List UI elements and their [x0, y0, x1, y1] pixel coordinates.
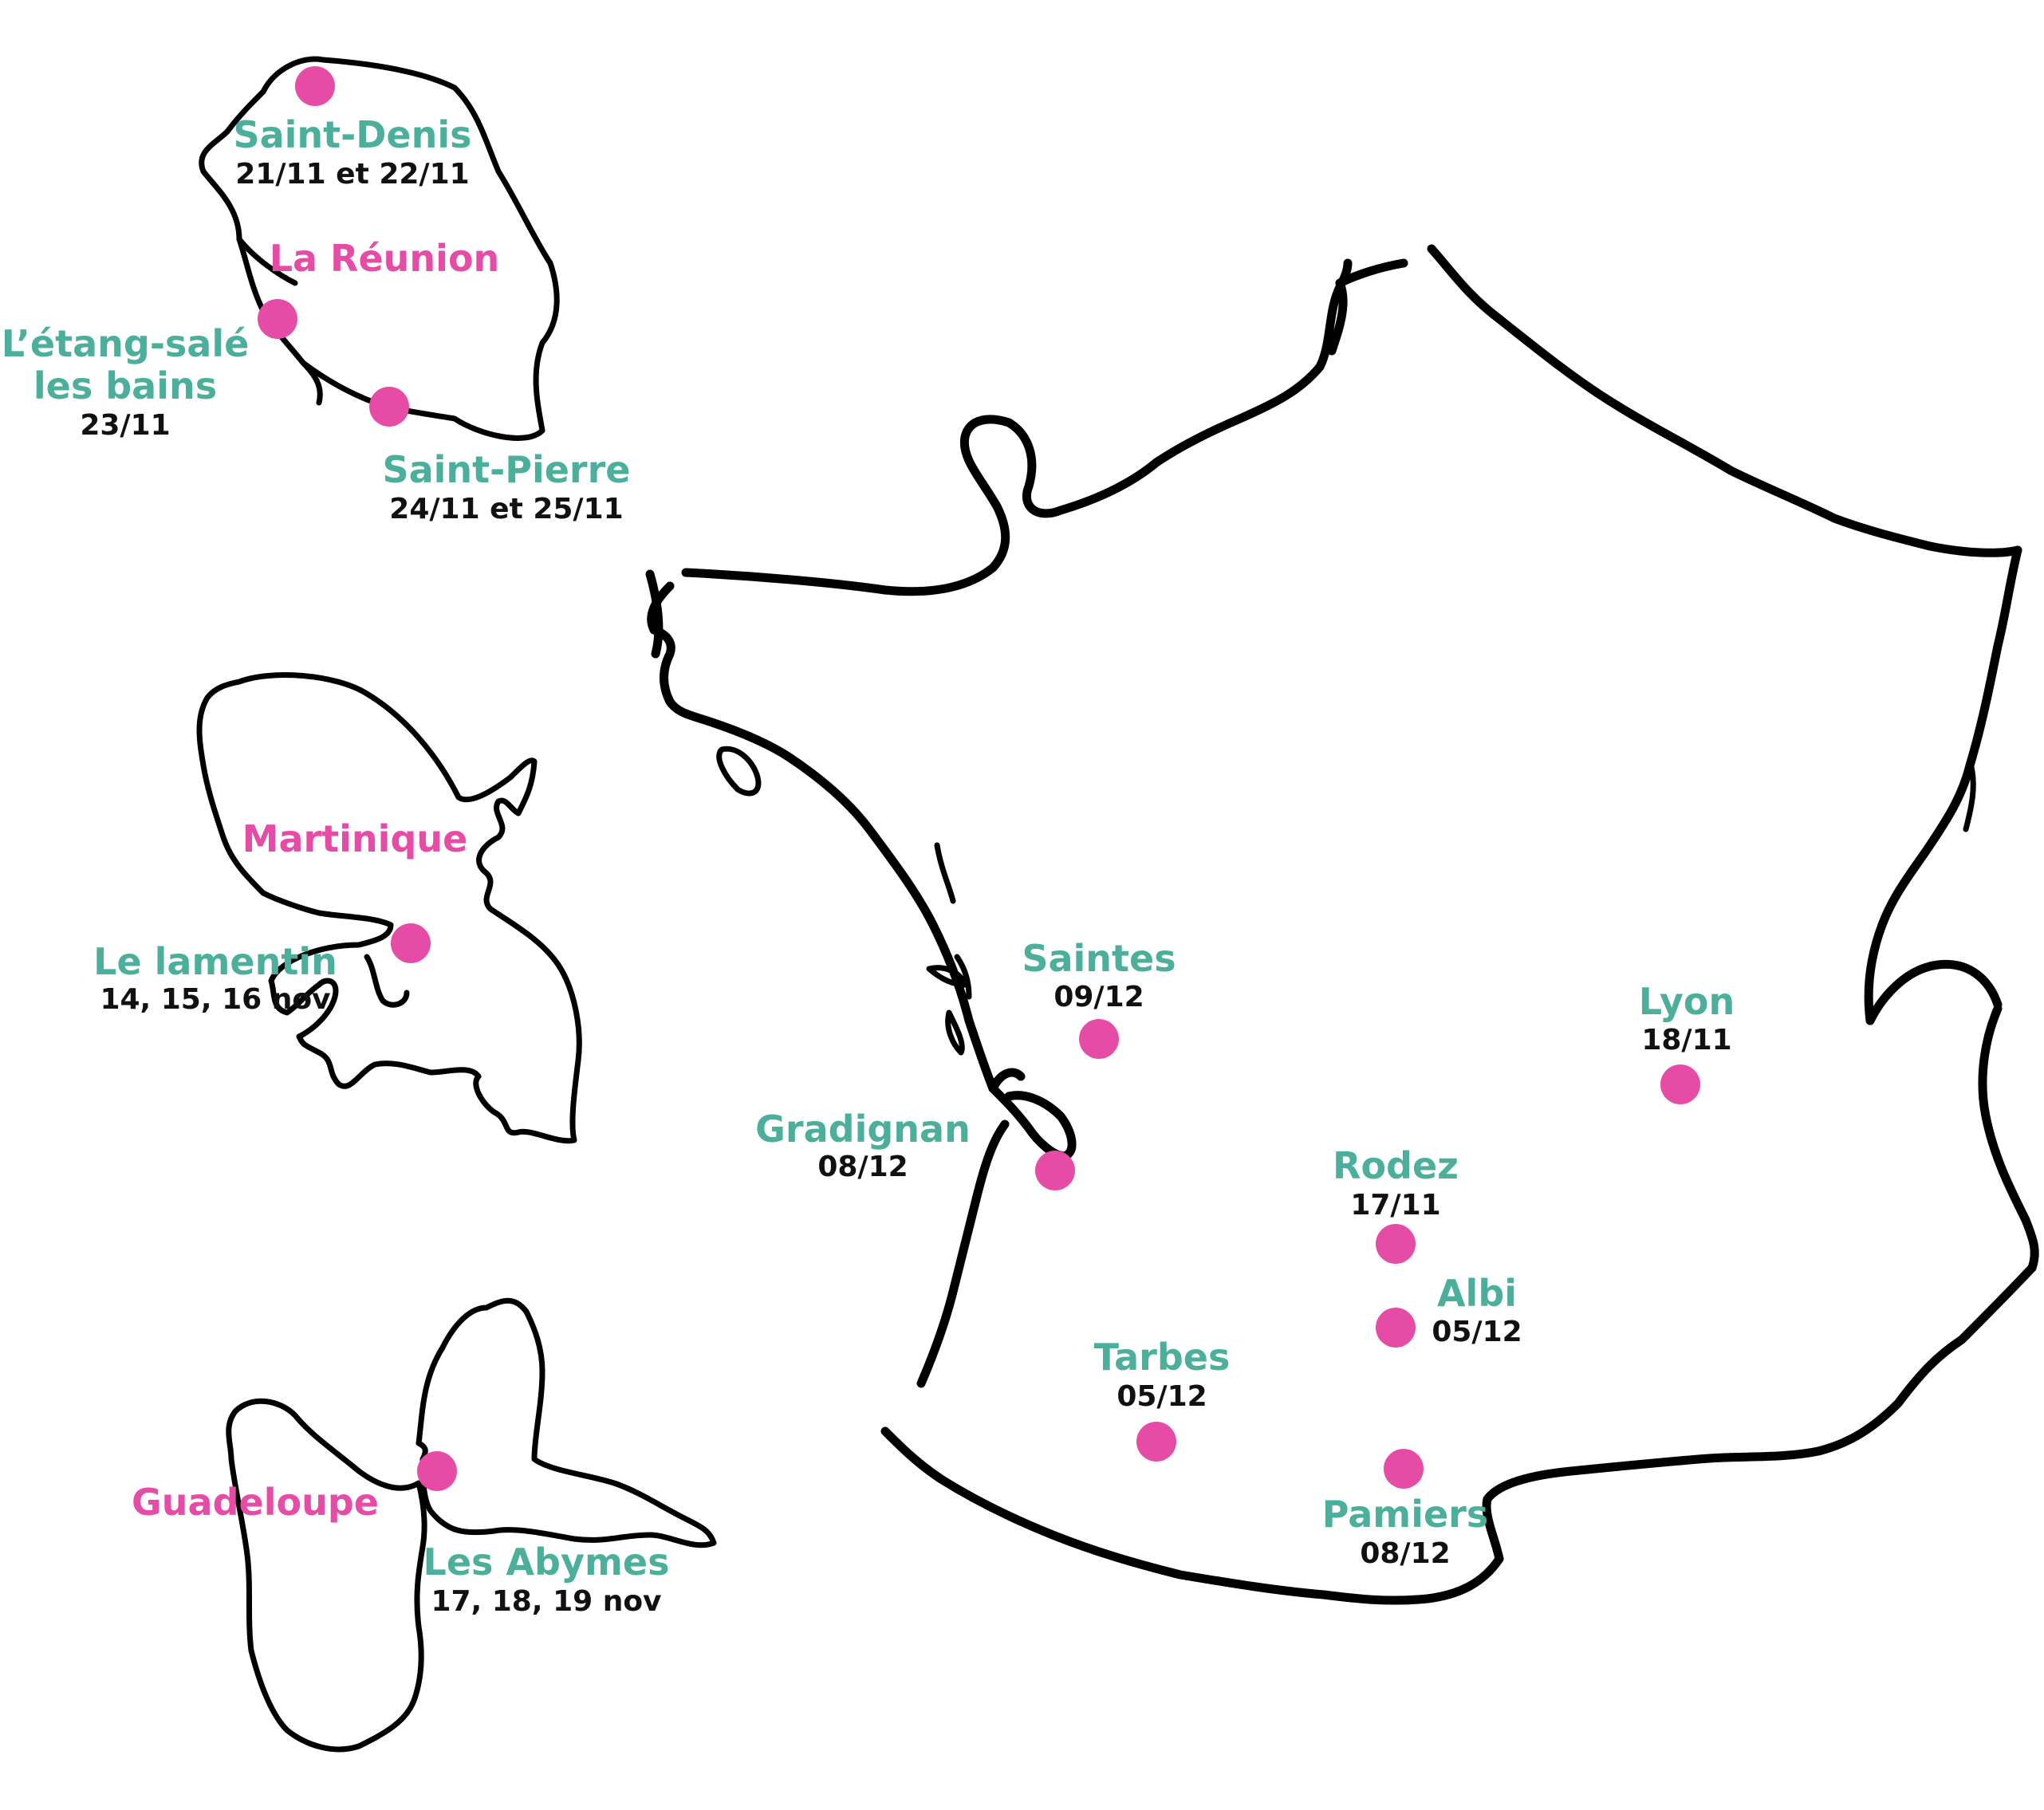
date-label-albi: 05/12 [1432, 1316, 1522, 1348]
date-label-lyon: 18/11 [1641, 1024, 1731, 1056]
marker-saintes[interactable] [1079, 1019, 1119, 1059]
city-label-saintes: Saintes [1022, 937, 1176, 980]
date-label-pamiers: 08/12 [1360, 1537, 1450, 1570]
reunion-island-outline [199, 56, 560, 441]
marker-les-abymes[interactable] [417, 1451, 457, 1491]
date-label-saint-denis: 21/11 et 22/11 [235, 158, 469, 191]
marker-pamiers[interactable] [1384, 1449, 1424, 1489]
marker-tarbes[interactable] [1136, 1422, 1176, 1462]
city-label-saint-pierre: Saint-Pierre [382, 448, 630, 491]
city-label-pamiers: Pamiers [1322, 1493, 1488, 1536]
marker-lyon[interactable] [1660, 1064, 1700, 1104]
date-label-etang-sale: 23/11 [80, 409, 170, 442]
marker-saint-pierre[interactable] [369, 387, 409, 427]
martinique-island-outline [196, 672, 582, 1144]
region-label-martinique: Martinique [242, 817, 468, 860]
marker-albi[interactable] [1376, 1308, 1416, 1348]
date-label-rodez: 17/11 [1350, 1189, 1440, 1222]
region-label-reunion: La Réunion [270, 237, 500, 280]
city-label-etang-sale-line2: les bains [33, 364, 217, 407]
date-label-saint-pierre: 24/11 et 25/11 [389, 493, 623, 525]
region-label-guadeloupe: Guadeloupe [132, 1481, 379, 1524]
city-label-le-lamentin: Le lamentin [93, 940, 337, 983]
city-label-les-abymes: Les Abymes [423, 1540, 670, 1584]
guadeloupe-island-outline [226, 1297, 717, 1753]
city-label-lyon: Lyon [1639, 980, 1735, 1023]
mainland-france-outline [645, 244, 2039, 1605]
date-label-les-abymes: 17, 18, 19 nov [431, 1585, 661, 1618]
city-label-rodez: Rodez [1333, 1144, 1459, 1187]
marker-etang-sale[interactable] [258, 299, 297, 339]
event-markers [258, 66, 1700, 1491]
city-label-etang-sale-line1: L’étang-salé [2, 322, 250, 365]
date-label-tarbes: 05/12 [1117, 1380, 1207, 1413]
date-label-le-lamentin: 14, 15, 16 nov [100, 983, 330, 1016]
city-label-tarbes: Tarbes [1094, 1336, 1231, 1379]
city-label-saint-denis: Saint-Denis [233, 113, 471, 156]
marker-rodez[interactable] [1376, 1224, 1416, 1264]
marker-le-lamentin[interactable] [391, 923, 431, 963]
marker-gradignan[interactable] [1035, 1151, 1075, 1190]
date-label-saintes: 09/12 [1054, 981, 1144, 1013]
city-label-albi: Albi [1437, 1272, 1517, 1315]
city-label-gradignan: Gradignan [755, 1108, 971, 1151]
date-label-gradignan: 08/12 [817, 1151, 908, 1183]
marker-saint-denis[interactable] [295, 66, 335, 106]
